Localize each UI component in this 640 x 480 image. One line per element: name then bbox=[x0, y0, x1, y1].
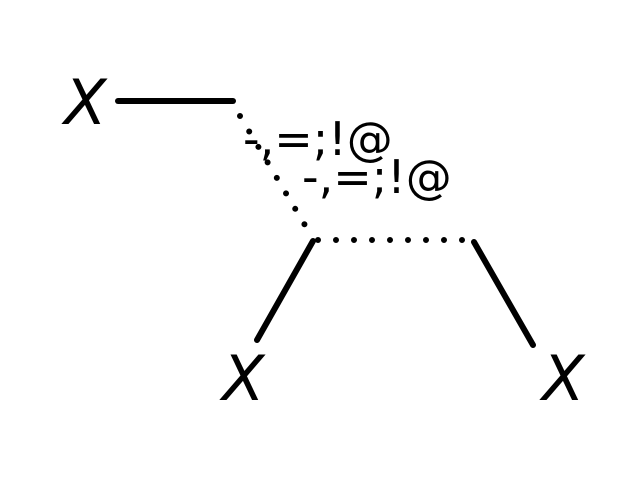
bond-label-first: -,=;!@ bbox=[243, 112, 393, 166]
atom-label-bottom-left: X bbox=[219, 342, 266, 415]
atom-label-bottom-right: X bbox=[539, 342, 586, 415]
bond-bottom-left-solid bbox=[254, 238, 316, 343]
bond-bottom-right-solid bbox=[471, 239, 536, 348]
atom-label-top-left: X bbox=[61, 66, 108, 139]
bond-query-diagonal bbox=[237, 113, 315, 240]
bond-label-second: -,=;!@ bbox=[302, 150, 452, 204]
